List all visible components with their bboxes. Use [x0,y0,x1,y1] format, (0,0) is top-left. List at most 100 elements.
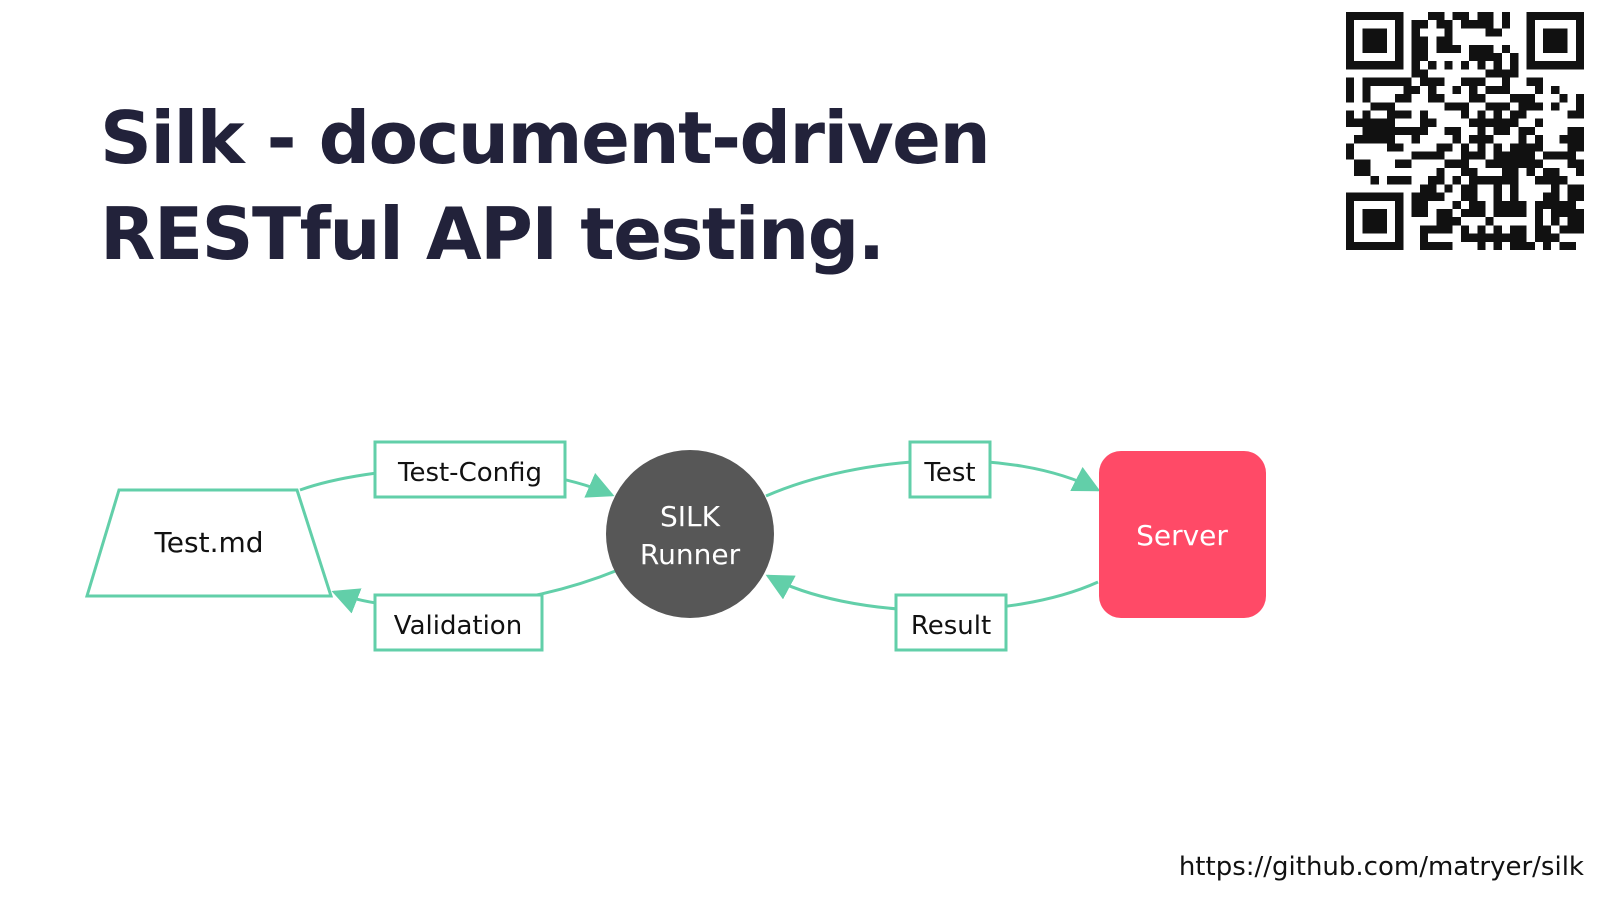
qr-module [1542,225,1552,234]
qr-module [1518,94,1527,103]
qr-module [1510,69,1519,78]
qr-module [1403,110,1412,119]
qr-module [1518,208,1527,218]
qr-module [1378,61,1388,70]
qr-module [1378,102,1388,111]
qr-module [1559,28,1568,37]
qr-module [1501,151,1511,160]
qr-module [1444,36,1453,45]
qr-module [1452,135,1461,144]
qr-module [1395,61,1404,70]
qr-module [1460,225,1470,234]
qr-module [1436,94,1445,103]
qr-module [1428,176,1437,185]
qr-module [1477,225,1486,234]
qr-module [1444,102,1453,111]
qr-module [1518,143,1527,152]
qr-module [1378,44,1388,54]
qr-module [1469,20,1478,29]
repository-link[interactable]: https://github.com/matryer/silk [1178,852,1584,882]
qr-module [1526,77,1535,86]
qr-module [1354,241,1363,250]
qr-module [1354,135,1363,144]
qr-module [1419,208,1429,218]
qr-module [1469,135,1478,144]
qr-module [1518,200,1527,209]
qr-module [1493,184,1502,193]
qr-module [1501,208,1511,218]
qr-module [1575,110,1584,119]
qr-module [1485,159,1494,168]
qr-module [1501,20,1511,29]
qr-module [1477,143,1486,152]
qr-module [1510,151,1519,160]
qr-module [1542,61,1552,70]
qr-module [1411,126,1420,136]
qr-module [1362,77,1371,86]
qr-module [1403,159,1412,168]
qr-module [1436,44,1445,54]
qr-module [1428,184,1437,193]
qr-module [1411,192,1420,201]
qr-module [1477,61,1486,70]
qr-module [1493,102,1502,111]
qr-module [1567,200,1576,209]
qr-module [1452,200,1461,209]
qr-module [1551,102,1560,111]
qr-module [1559,208,1568,218]
qr-module [1510,184,1519,193]
qr-module [1501,12,1511,21]
qr-module [1485,135,1494,144]
server-node [1099,451,1266,618]
qr-module [1436,241,1445,250]
qr-module [1575,53,1584,62]
qr-module [1362,208,1371,218]
qr-module [1419,44,1429,54]
qr-module [1477,53,1486,62]
qr-module [1575,167,1584,177]
qr-module [1526,241,1535,250]
qr-module [1477,20,1486,29]
qr-module [1436,192,1445,201]
qr-module [1387,12,1396,21]
qr-module [1575,102,1584,111]
qr-module [1485,12,1494,21]
qr-module [1452,102,1461,111]
qr-module [1493,143,1502,152]
qr-module [1493,118,1502,127]
qr-module [1346,118,1355,127]
qr-module [1575,143,1584,152]
qr-module [1378,241,1388,250]
qr-module [1378,217,1388,226]
qr-module [1436,36,1445,45]
qr-module [1501,69,1511,78]
qr-module [1501,118,1511,127]
qr-module [1501,126,1511,136]
qr-module [1575,94,1584,103]
qr-module [1551,151,1560,160]
qr-module [1370,225,1379,234]
qr-module [1575,184,1584,193]
qr-module [1354,61,1363,70]
qr-module [1510,61,1519,70]
qr-module [1346,192,1355,201]
qr-module [1534,143,1543,152]
qr-module [1346,28,1355,37]
qr-module [1370,61,1379,70]
qr-module [1419,241,1429,250]
qr-module [1346,200,1355,209]
qr-module [1460,143,1470,152]
qr-module [1403,85,1412,95]
qr-module [1551,200,1560,209]
edge-label-box-validation [373,593,544,652]
qr-module [1428,241,1437,250]
qr-module [1362,94,1371,103]
qr-module [1419,192,1429,201]
qr-module [1346,94,1355,103]
qr-module [1436,176,1445,185]
qr-module [1436,12,1445,21]
qr-module [1477,110,1486,119]
qr-module [1428,61,1437,70]
qr-module [1575,225,1584,234]
qr-module [1567,184,1576,193]
